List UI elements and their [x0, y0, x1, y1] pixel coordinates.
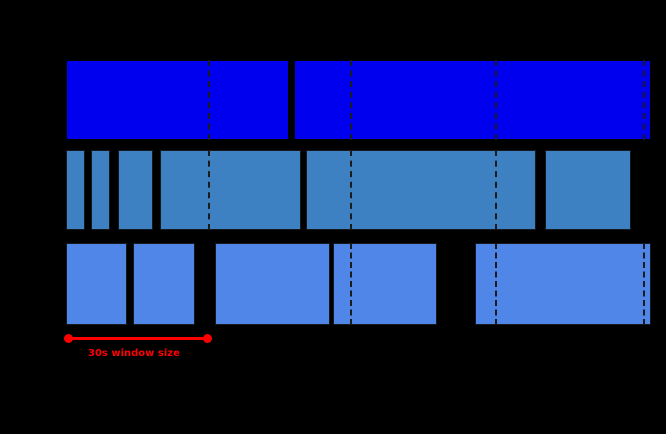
window-boundary-line: [350, 60, 352, 140]
activity-segment: [118, 150, 153, 230]
activity-segment: [66, 60, 289, 140]
window-size-arrow-start-dot: [64, 334, 73, 343]
activity-segment: [133, 243, 195, 325]
activity-segment: [306, 150, 536, 230]
activity-segment: [475, 243, 651, 325]
window-boundary-line: [208, 150, 210, 230]
activity-segment: [66, 150, 85, 230]
activity-segment: [91, 150, 110, 230]
activity-segment: [66, 243, 127, 325]
window-size-arrow-line: [68, 337, 208, 340]
window-boundary-line: [350, 150, 352, 230]
window-size-arrow-end-dot: [203, 334, 212, 343]
window-boundary-line: [350, 243, 352, 325]
activity-segment: [545, 150, 631, 230]
activity-segment: [160, 150, 301, 230]
window-boundary-line: [495, 243, 497, 325]
activity-segment: [215, 243, 330, 325]
window-boundary-line: [643, 243, 645, 325]
window-size-label: 30s window size: [88, 348, 180, 359]
window-boundary-line: [495, 60, 497, 140]
window-boundary-line: [643, 60, 645, 140]
activity-segment: [294, 60, 651, 140]
window-boundary-line: [208, 60, 210, 140]
window-boundary-line: [495, 150, 497, 230]
activity-segment: [333, 243, 437, 325]
